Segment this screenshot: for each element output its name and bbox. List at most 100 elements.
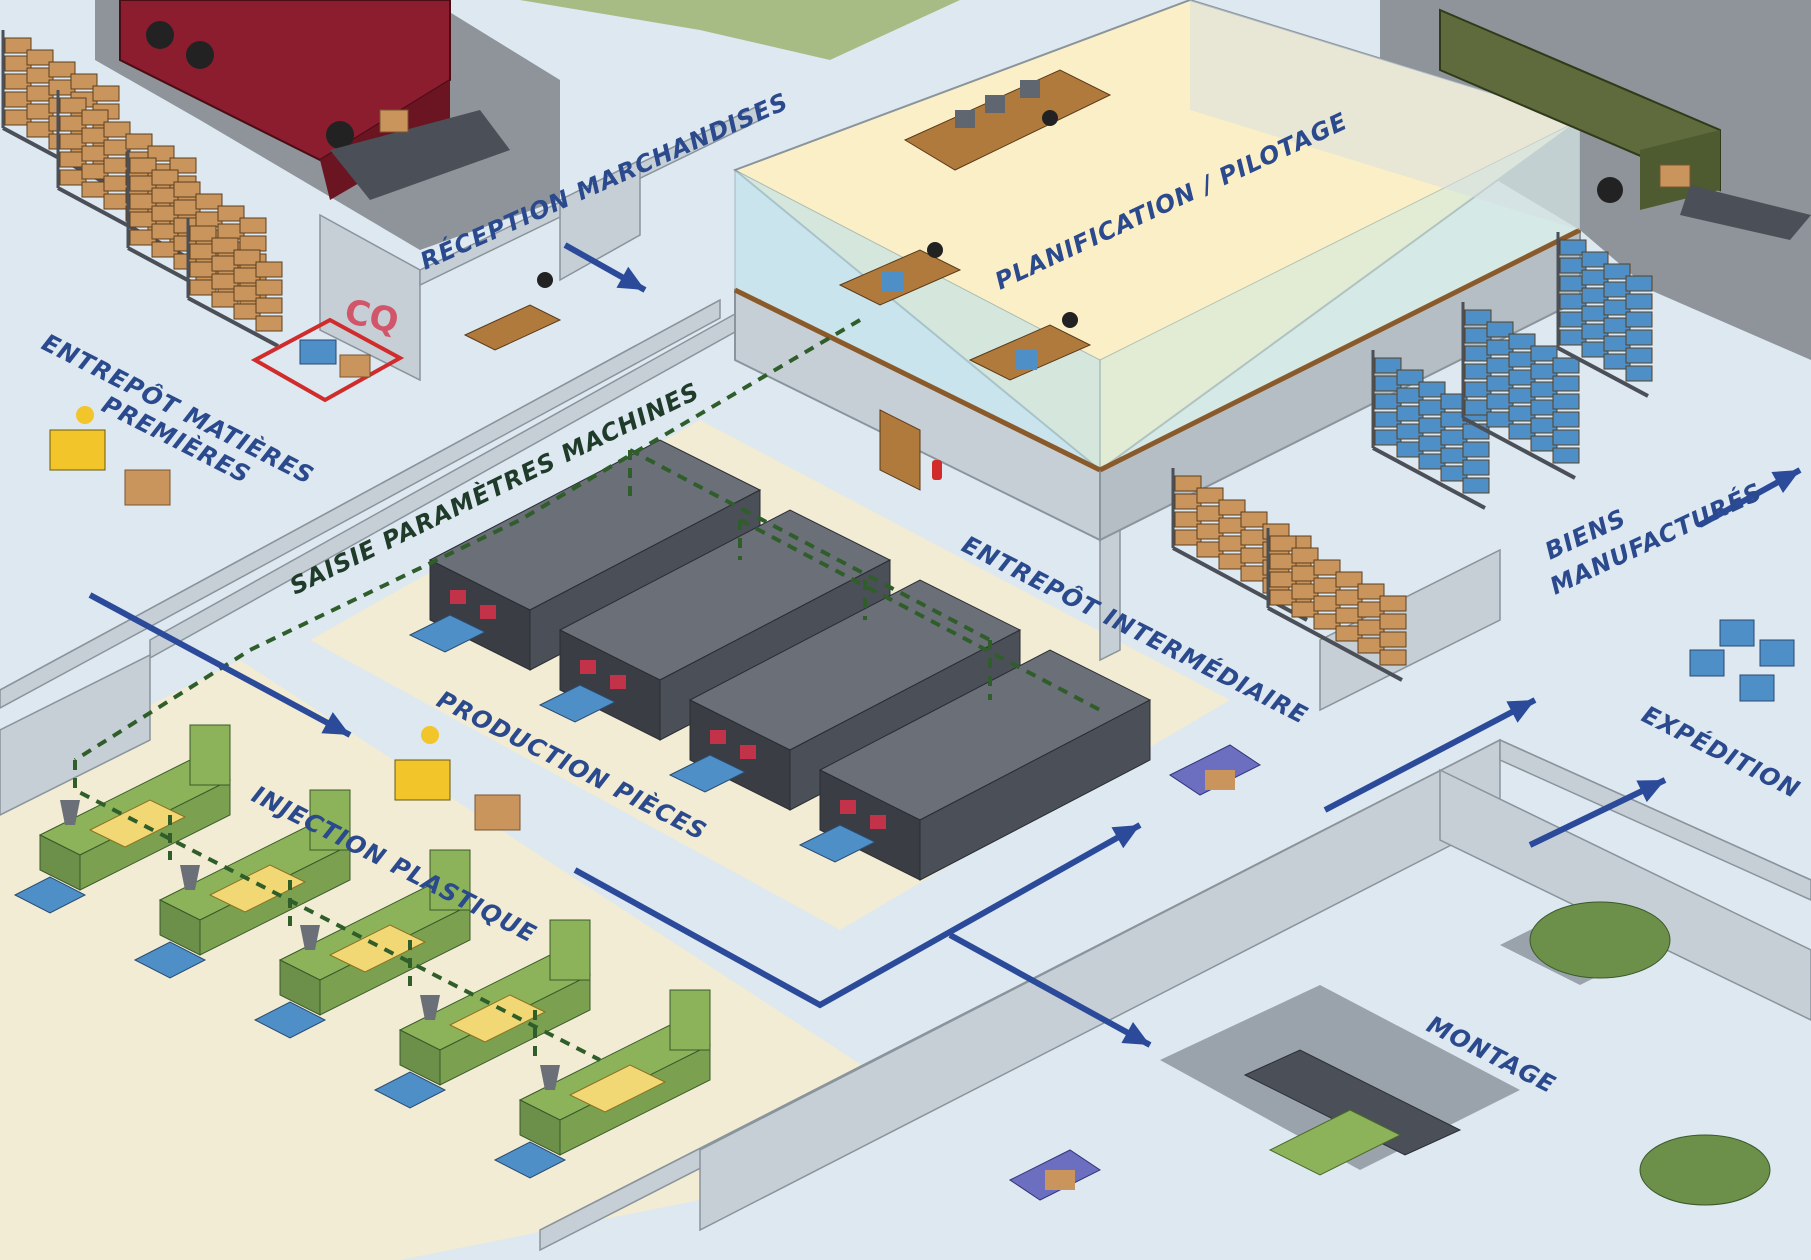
wall-lower-left	[0, 653, 151, 816]
arrow-shaft	[1323, 697, 1537, 813]
shelf-box	[1374, 357, 1402, 374]
outdoor-grass	[430, 0, 960, 60]
injection-mold	[88, 799, 187, 848]
truck-green	[1439, 8, 1811, 240]
forklift-production	[394, 726, 521, 831]
injection-base-side	[199, 844, 351, 956]
shelf-box	[217, 205, 245, 222]
desk-top	[903, 69, 1112, 171]
assembly-area	[1160, 901, 1771, 1206]
shelf-box	[1625, 311, 1653, 328]
injection-cabinet	[669, 989, 711, 1051]
part-box	[480, 605, 496, 619]
part-box	[740, 745, 756, 759]
round-table-top-2	[1639, 1134, 1771, 1206]
injection-mold	[208, 864, 307, 913]
shelf-box	[26, 49, 54, 66]
reception-desk	[463, 272, 562, 351]
part-box	[870, 815, 886, 829]
shelf-box	[189, 225, 217, 242]
injection-cabinet	[309, 789, 351, 851]
shelf-box	[1418, 381, 1446, 398]
desk-left	[838, 242, 962, 306]
shelf-box	[4, 37, 32, 54]
arrow-head	[1771, 470, 1800, 494]
shelf-box	[1508, 333, 1536, 350]
shelf-box	[70, 73, 98, 90]
shelf-box	[1552, 357, 1580, 374]
office-back-wall	[1190, 0, 1580, 230]
shelf-box	[169, 157, 197, 174]
shelf-box	[1379, 631, 1407, 648]
walls	[0, 103, 1811, 1252]
part-box	[450, 590, 466, 604]
shelf-box	[195, 193, 223, 210]
shelf-base	[1172, 546, 1308, 622]
shelf-box	[1581, 251, 1609, 268]
injection-hopper	[60, 800, 80, 825]
shelf-box	[48, 61, 76, 78]
assembly-bench	[1268, 1109, 1402, 1176]
shelf-box	[1335, 571, 1363, 588]
shelf-box	[239, 217, 267, 234]
injection-machine	[493, 989, 712, 1179]
injection-bin	[493, 1141, 567, 1179]
wall-finished	[1319, 548, 1501, 712]
production-machine	[798, 649, 1152, 881]
shelf-box	[92, 85, 120, 102]
injection-hopper	[300, 925, 320, 950]
quality-control-area	[250, 317, 405, 403]
shelf-box	[1218, 499, 1246, 516]
injection-machine	[133, 789, 352, 979]
injection-hopper	[420, 995, 440, 1020]
injection-bin	[13, 876, 87, 914]
shelf-box	[1559, 239, 1587, 256]
shelf-base	[187, 296, 279, 348]
arrow-shaft	[573, 822, 1142, 1009]
wall-right	[1439, 768, 1811, 1021]
shelf-box	[81, 109, 109, 126]
shelf-box	[1625, 365, 1653, 382]
shelf-box	[129, 157, 157, 174]
shelf-box	[1379, 595, 1407, 612]
shelf-box	[211, 237, 239, 254]
injection-base-side	[319, 904, 471, 1016]
mid-rack-2	[1266, 528, 1407, 682]
shelf-box	[1552, 447, 1580, 464]
output-bin	[538, 684, 617, 723]
round-table-top-1	[1529, 901, 1671, 979]
shelf-base	[1372, 446, 1486, 510]
arrow-head	[1121, 1021, 1150, 1045]
fin-rack-2	[1461, 302, 1580, 480]
shelf-box	[1552, 429, 1580, 446]
machine-side	[919, 699, 1151, 881]
shelf-box	[125, 133, 153, 150]
fin-rack-1	[1371, 350, 1490, 510]
shelf-box	[1462, 459, 1490, 476]
shelf-box	[59, 97, 87, 114]
injection-machines	[13, 724, 712, 1179]
arrow-head	[1636, 780, 1665, 803]
shelf-box	[1552, 411, 1580, 428]
shelf-box	[1196, 487, 1224, 504]
shelf-box	[1464, 309, 1492, 326]
output-bin	[798, 824, 877, 863]
injection-machine	[253, 849, 472, 1039]
arrow-head	[1506, 700, 1535, 723]
shelf-box	[255, 279, 283, 296]
shelf-box	[1603, 263, 1631, 280]
intermediate-shelves	[1171, 468, 1407, 682]
injection-bin	[133, 941, 207, 979]
raw-material-shelves	[1, 30, 283, 348]
injection-cabinet	[549, 919, 591, 981]
injection-mold	[328, 924, 427, 973]
part-box	[710, 730, 726, 744]
shelf-box	[1174, 475, 1202, 492]
arrow-to-assembly	[948, 932, 1152, 1048]
shelf-box	[1462, 441, 1490, 458]
injection-hopper	[180, 865, 200, 890]
arrow-finished-out	[1698, 467, 1802, 528]
truck-red	[119, 0, 510, 200]
finished-goods-shelves	[1371, 232, 1653, 510]
